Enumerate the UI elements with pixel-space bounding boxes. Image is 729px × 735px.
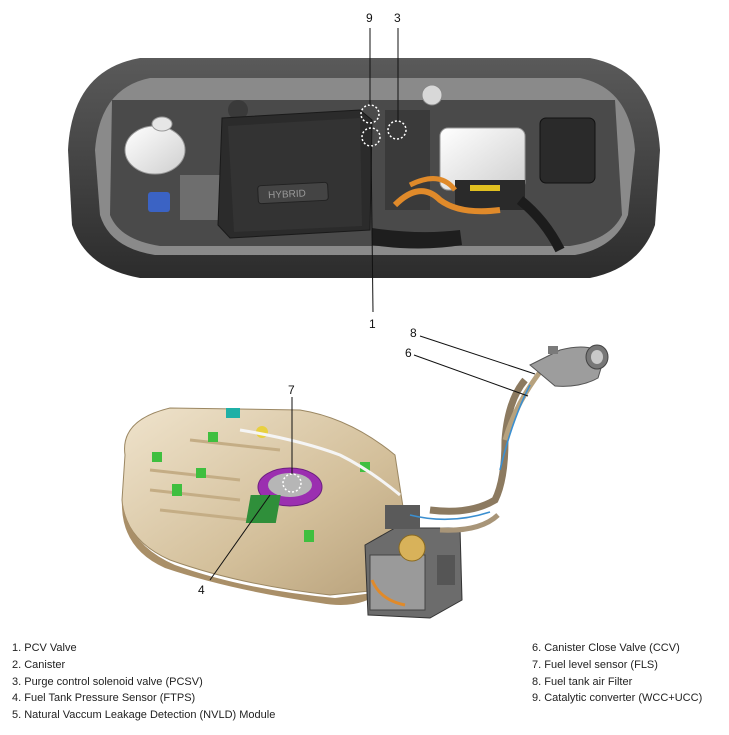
leader-line-1: [370, 145, 374, 313]
legend-item: 8. Fuel tank air Filter: [532, 675, 633, 688]
legend-item: 3. Purge control solenoid valve (PCSV): [12, 675, 203, 688]
callout-circle-7: [282, 473, 302, 493]
legend-item: 1. PCV Valve: [12, 642, 77, 654]
callout-label-1: 1: [369, 317, 376, 331]
fuel-tank-illustration: [121, 344, 609, 619]
legend-item: 6. Canister Close Valve (CCV): [532, 642, 680, 654]
engine-cover-logo: HYBRID: [268, 188, 306, 201]
engine-bay-illustration: HYBRID: [68, 58, 660, 278]
leader-line-4: [209, 494, 271, 581]
callout-label-4: 4: [198, 583, 205, 597]
callout-circle-9: [360, 104, 380, 124]
callout-label-9: 9: [366, 11, 373, 25]
leader-line-6: [413, 354, 529, 397]
legend-item: 4. Fuel Tank Pressure Sensor (FTPS): [12, 692, 196, 705]
legend-right: 6. Canister Close Valve (CCV) 7. Fuel le…: [532, 640, 702, 707]
leader-line-8: [419, 335, 536, 375]
callout-label-7: 7: [288, 383, 295, 397]
callout-label-3: 3: [394, 11, 401, 25]
callout-circle-1: [361, 127, 381, 147]
callout-label-6: 6: [405, 346, 412, 360]
legend-item: 2. Canister: [12, 658, 66, 671]
legend-item: 9. Catalytic converter (WCC+UCC): [532, 692, 703, 705]
callout-label-8: 8: [410, 326, 417, 340]
legend-item: 5. Natural Vaccum Leakage Detection (NVL…: [12, 709, 276, 722]
legend-left: 1. PCV Valve 2. Canister 3. Purge contro…: [12, 640, 275, 724]
callout-circle-3: [387, 120, 407, 140]
legend-item: 7. Fuel level sensor (FLS): [532, 658, 658, 671]
